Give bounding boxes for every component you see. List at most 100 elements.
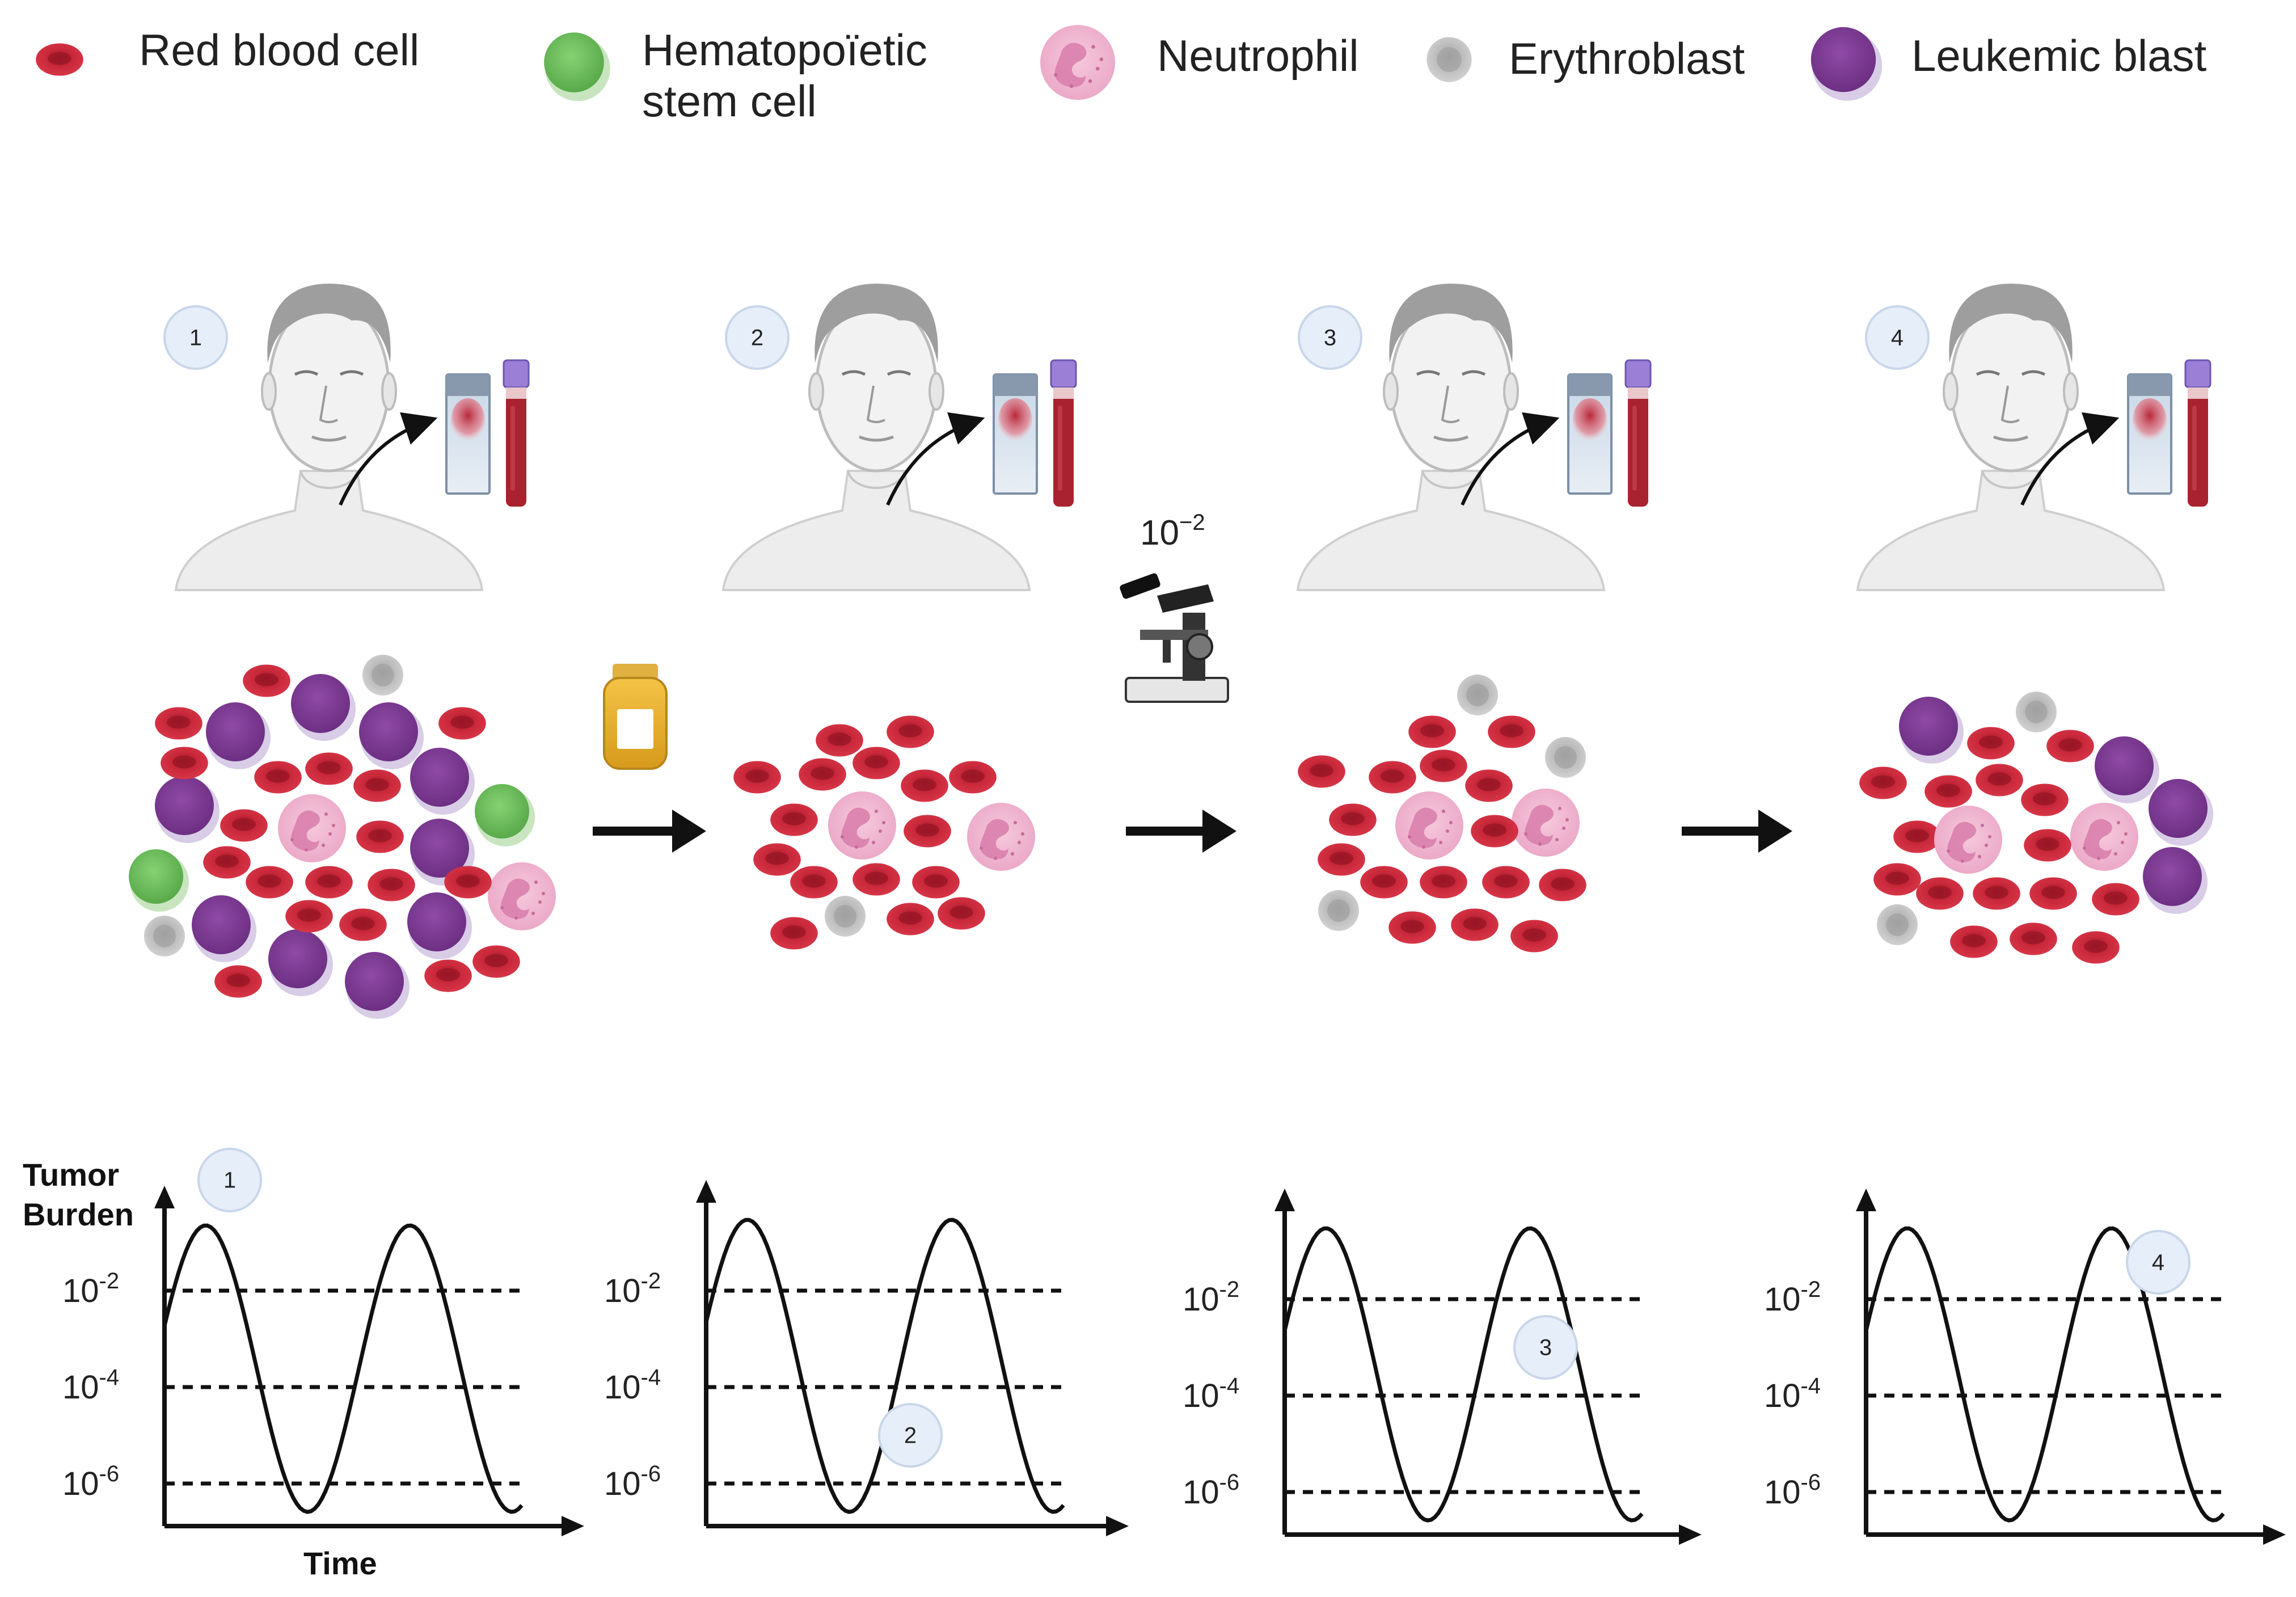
rbc-legend-icon xyxy=(36,43,83,76)
legend-label: Neutrophil xyxy=(1157,31,1359,81)
blast-legend-icon xyxy=(1810,27,1883,101)
erythroblast-icon xyxy=(825,896,866,937)
leukemic-blast-icon xyxy=(1899,697,1964,764)
tick-label: 10-6 xyxy=(1764,1470,1821,1511)
blood-tube-icon xyxy=(1050,359,1077,508)
red-blood-cell-icon xyxy=(887,903,934,936)
bone-marrow-slide-icon xyxy=(2127,373,2172,495)
red-blood-cell-icon xyxy=(1360,866,1408,899)
legend-item-erythroblast: Erythroblast xyxy=(1426,33,1745,83)
erythroblast-legend-icon xyxy=(1426,37,1472,82)
red-blood-cell-icon xyxy=(368,869,415,901)
red-blood-cell-icon xyxy=(424,959,472,992)
tick-label: 10-2 xyxy=(1183,1277,1239,1318)
sample-arrow xyxy=(339,412,438,506)
red-blood-cell-icon xyxy=(1482,866,1530,899)
red-blood-cell-icon xyxy=(1967,727,2015,760)
tick-label: 10-2 xyxy=(62,1269,119,1309)
red-blood-cell-icon xyxy=(938,897,985,930)
tick-label: 10-4 xyxy=(1183,1373,1239,1414)
red-blood-cell-icon xyxy=(1924,775,1972,808)
legend-label: Leukemic blast xyxy=(1911,31,2207,81)
legend-label: Hematopoïetic xyxy=(642,25,927,75)
bone-marrow-slide-icon xyxy=(445,373,491,495)
red-blood-cell-icon xyxy=(904,815,951,848)
patient-step-4: 4 xyxy=(1858,284,2211,590)
red-blood-cell-icon xyxy=(1471,815,1518,848)
tick-label: 10-2 xyxy=(604,1269,661,1309)
sample-arrow xyxy=(2020,412,2120,506)
red-blood-cell-icon xyxy=(1329,803,1377,836)
neutrophil-icon xyxy=(2070,803,2138,871)
step-number: 4 xyxy=(1891,326,1904,351)
step-badge xyxy=(197,1148,262,1212)
red-blood-cell-icon xyxy=(2046,730,2094,762)
red-blood-cell-icon xyxy=(901,769,948,802)
treatment-icons: 10−2 xyxy=(593,510,1792,853)
legend-item-neutrophil: Neutrophil xyxy=(1040,25,1359,100)
erythroblast-icon xyxy=(362,655,403,696)
step-number: 4 xyxy=(2152,1250,2164,1275)
red-blood-cell-icon xyxy=(254,761,302,794)
step-badge xyxy=(878,1403,943,1468)
neutrophil-icon xyxy=(828,791,896,859)
microscope-icon: 10−2 xyxy=(1120,510,1229,703)
red-blood-cell-icon xyxy=(246,866,293,899)
red-blood-cell-icon xyxy=(1298,755,1345,788)
erythroblast-icon xyxy=(2016,692,2057,732)
erythroblast-icon xyxy=(1877,904,1918,945)
erythroblast-icon xyxy=(1457,675,1498,715)
red-blood-cell-icon xyxy=(733,761,781,794)
red-blood-cell-icon xyxy=(852,863,900,896)
tumor-burden-plots: 10-210-410-61TumorBurdenTime10-210-410-6… xyxy=(23,1148,2286,1581)
tick-label: 10-6 xyxy=(1183,1470,1239,1511)
tumor-burden-curve xyxy=(1282,1226,1644,1523)
red-blood-cell-icon xyxy=(203,846,251,879)
red-blood-cell-icon xyxy=(770,917,818,950)
tumor-burden-plot-2: 10-210-410-62 xyxy=(604,1180,1129,1536)
leukemic-blast-icon xyxy=(410,748,475,815)
red-blood-cell-icon xyxy=(1916,877,1964,910)
tumor-burden-plot-3: 10-210-410-63 xyxy=(1183,1189,1702,1545)
stem-cell-icon xyxy=(475,784,535,846)
neutrophil-icon xyxy=(1512,789,1580,857)
legend-item-blast: Leukemic blast xyxy=(1810,27,2207,101)
step-number: 2 xyxy=(904,1423,917,1448)
leukemic-blast-icon xyxy=(359,702,424,769)
tick-label: 10-6 xyxy=(62,1461,119,1502)
microscope-sensitivity-label: 10−2 xyxy=(1140,510,1205,553)
red-blood-cell-icon xyxy=(472,945,520,978)
sample-arrow xyxy=(886,412,985,506)
neutrophil-icon xyxy=(488,862,556,930)
y-axis-title-line2: Burden xyxy=(23,1196,134,1232)
red-blood-cell-icon xyxy=(1451,908,1499,941)
step-badge xyxy=(2126,1230,2191,1295)
red-blood-cell-icon xyxy=(1973,877,2020,910)
tick-label: 10-2 xyxy=(1764,1277,1821,1318)
tick-label: 10-6 xyxy=(604,1461,661,1502)
step-badge xyxy=(725,305,790,370)
red-blood-cell-icon xyxy=(220,809,268,842)
legend-item-rbc: Red blood cell xyxy=(36,25,419,76)
right-arrow-icon xyxy=(1126,810,1236,853)
erythroblast-icon xyxy=(1318,890,1359,931)
red-blood-cell-icon xyxy=(1420,866,1467,899)
red-blood-cell-icon xyxy=(1893,820,1941,853)
erythroblast-icon xyxy=(144,916,185,956)
red-blood-cell-icon xyxy=(2021,783,2069,816)
right-arrow-icon xyxy=(593,810,706,853)
red-blood-cell-icon xyxy=(1976,764,2023,797)
legend-label-line2: stem cell xyxy=(642,76,817,126)
leukemic-blast-icon xyxy=(2095,736,2159,803)
red-blood-cell-icon xyxy=(438,707,486,740)
red-blood-cell-icon xyxy=(1369,761,1416,794)
red-blood-cell-icon xyxy=(1420,749,1467,782)
leukemic-blast-icon xyxy=(2149,779,2213,846)
red-blood-cell-icon xyxy=(1539,869,1586,901)
red-blood-cell-icon xyxy=(305,866,353,899)
step-badge xyxy=(1298,305,1362,370)
leukemic-blast-icon xyxy=(268,929,333,996)
red-blood-cell-icon xyxy=(2072,931,2120,964)
